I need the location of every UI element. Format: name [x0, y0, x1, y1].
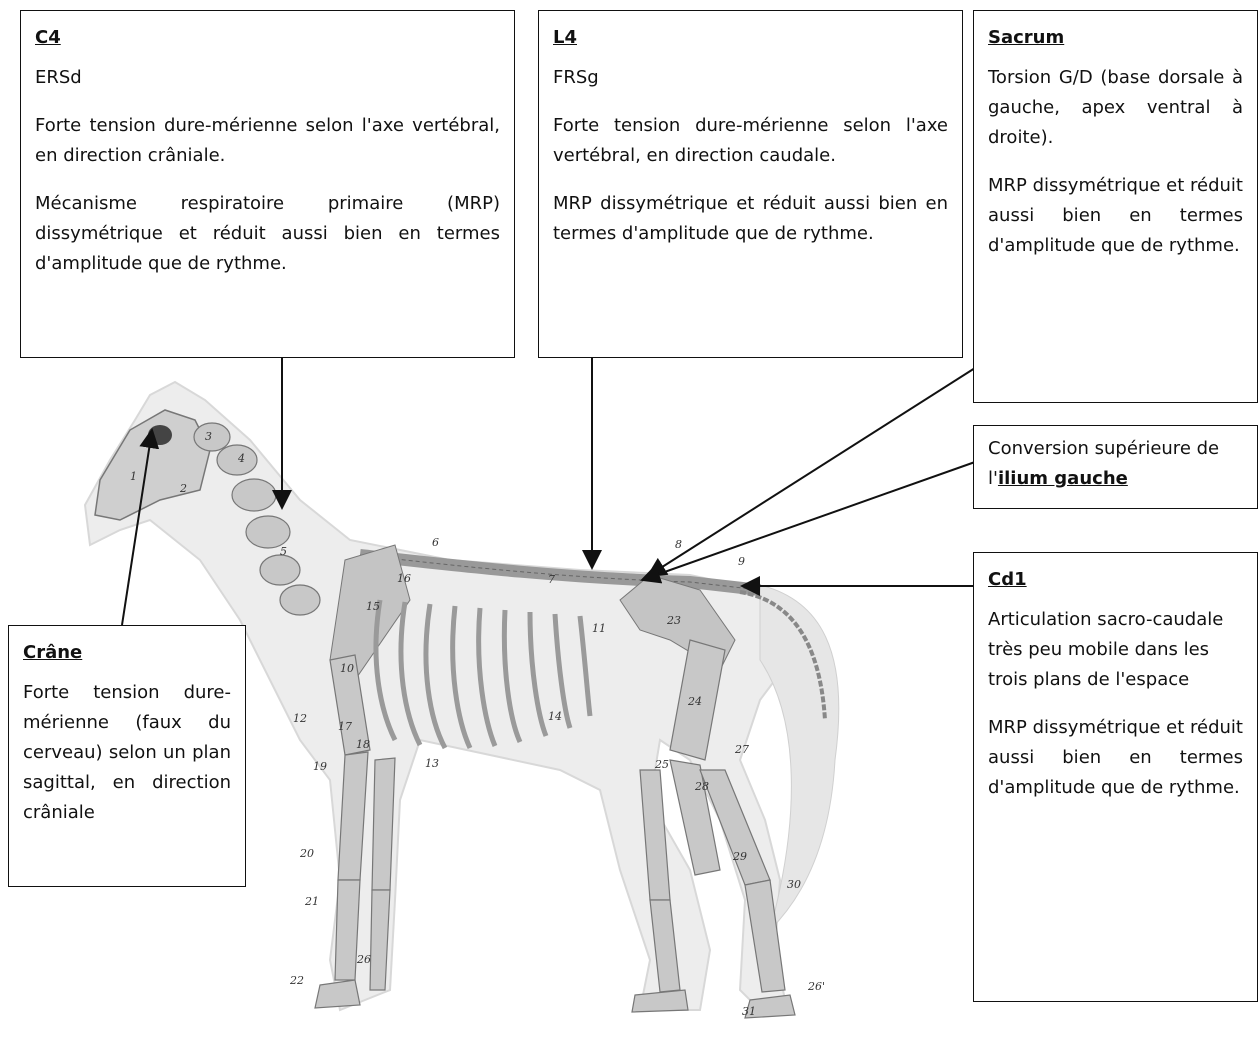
svg-text:27: 27: [734, 743, 749, 756]
svg-text:13: 13: [425, 757, 439, 770]
arrow-sacrum: [648, 368, 975, 576]
l4-title: L4: [553, 25, 948, 51]
cd1-title: Cd1: [988, 567, 1243, 593]
svg-text:23: 23: [666, 614, 681, 627]
svg-text:16: 16: [397, 572, 411, 585]
svg-text:9: 9: [738, 555, 745, 568]
svg-text:1: 1: [130, 470, 137, 483]
c4-text-2: Forte tension dure-mérienne selon l'axe …: [35, 111, 500, 171]
svg-text:10: 10: [340, 662, 354, 675]
c4-title: C4: [35, 25, 500, 51]
svg-text:17: 17: [338, 720, 352, 733]
svg-text:26': 26': [807, 980, 825, 993]
svg-text:31: 31: [742, 1005, 756, 1018]
svg-text:30: 30: [787, 878, 801, 891]
svg-text:11: 11: [592, 622, 606, 635]
arrow-ilium: [642, 462, 975, 580]
cd1-text-2: MRP dissymétrique et réduit aussi bien e…: [988, 713, 1243, 803]
svg-text:14: 14: [548, 710, 562, 723]
svg-text:15: 15: [366, 600, 380, 613]
cd1-annotation-box: Cd1 Articulation sacro-caudale très peu …: [973, 552, 1258, 1002]
svg-text:12: 12: [293, 712, 307, 725]
c4-text-3: Mécanisme respiratoire primaire (MRP) di…: [35, 189, 500, 279]
svg-text:24: 24: [687, 695, 702, 708]
crane-title: Crâne: [23, 640, 231, 666]
svg-text:28: 28: [694, 780, 709, 793]
sacrum-text-2: MRP dissymétrique et réduit aussi bien e…: [988, 171, 1243, 261]
crane-text-1: Forte tension dure-mérienne (faux du cer…: [23, 678, 231, 828]
l4-annotation-box: L4 FRSg Forte tension dure-mérienne selo…: [538, 10, 963, 358]
svg-text:19: 19: [313, 760, 327, 773]
svg-text:7: 7: [548, 573, 555, 586]
svg-text:18: 18: [356, 738, 370, 751]
sacrum-annotation-box: Sacrum Torsion G/D (base dorsale à gauch…: [973, 10, 1258, 403]
l4-text-3: MRP dissymétrique et réduit aussi bien e…: [553, 189, 948, 249]
svg-text:5: 5: [280, 545, 287, 558]
ilium-bold-text: ilium gauche: [998, 468, 1128, 489]
svg-text:26: 26: [356, 953, 371, 966]
svg-text:4: 4: [237, 452, 245, 465]
svg-text:6: 6: [432, 536, 439, 549]
c4-annotation-box: C4 ERSd Forte tension dure-mérienne selo…: [20, 10, 515, 358]
l4-text-2: Forte tension dure-mérienne selon l'axe …: [553, 111, 948, 171]
c4-text-1: ERSd: [35, 63, 500, 93]
svg-text:20: 20: [299, 847, 314, 860]
svg-text:8: 8: [675, 538, 682, 551]
sacrum-text-1: Torsion G/D (base dorsale à gauche, apex…: [988, 63, 1243, 153]
svg-text:3: 3: [205, 430, 212, 443]
svg-text:22: 22: [289, 974, 304, 987]
svg-text:2: 2: [179, 482, 187, 495]
l4-text-1: FRSg: [553, 63, 948, 93]
svg-text:25: 25: [654, 758, 669, 771]
sacrum-title: Sacrum: [988, 25, 1243, 51]
svg-text:29: 29: [732, 850, 747, 863]
svg-text:21: 21: [304, 895, 319, 908]
crane-annotation-box: Crâne Forte tension dure-mérienne (faux …: [8, 625, 246, 887]
cd1-text-1: Articulation sacro-caudale très peu mobi…: [988, 605, 1243, 695]
ilium-annotation-box: Conversion supérieure de l'ilium gauche: [973, 425, 1258, 509]
